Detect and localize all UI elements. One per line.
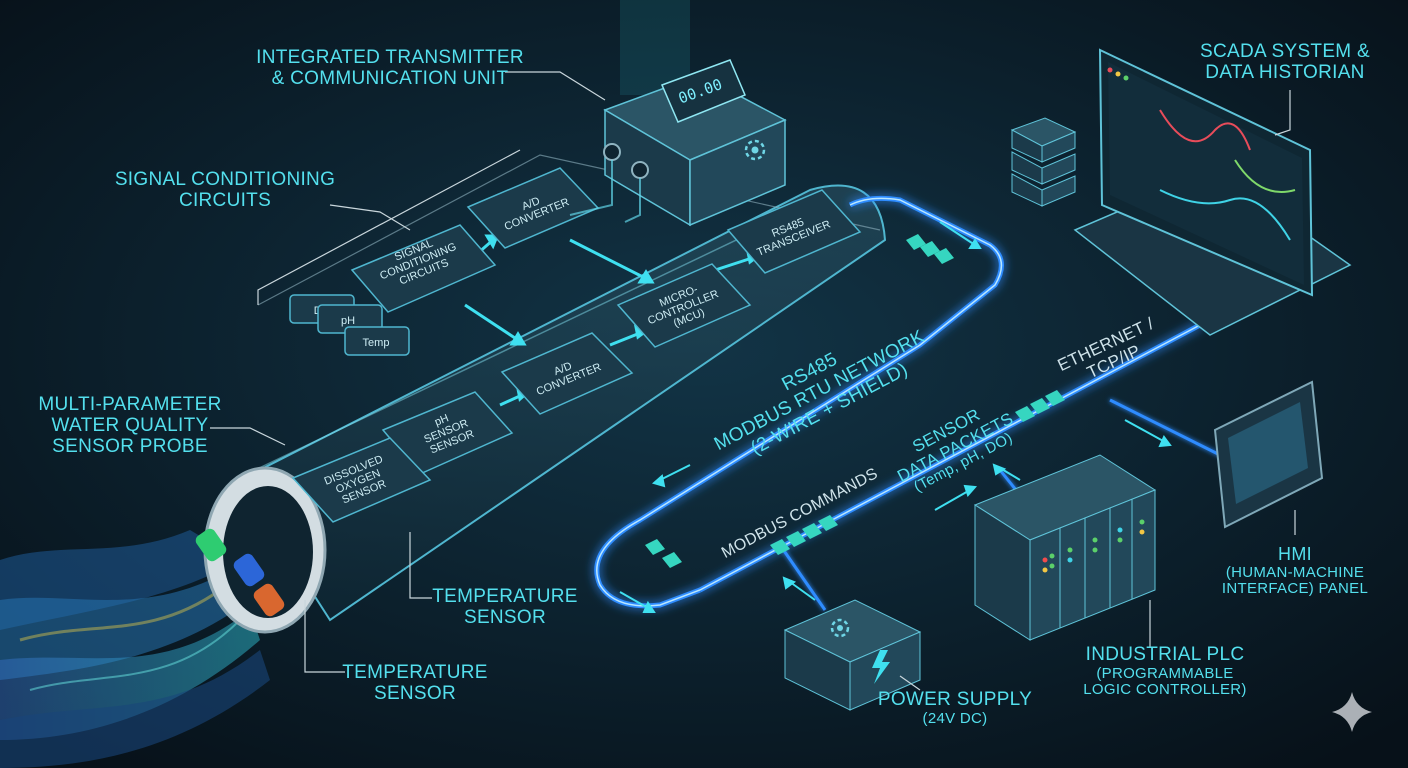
scada-trend-cyan [1159,189,1291,241]
transmitter-unit: 00.00 [603,0,787,227]
probe-electrode-orange [253,583,285,617]
gear-icon [830,618,850,638]
label-signal-conditioning: SIGNAL CONDITIONING CIRCUITS [114,169,336,211]
svg-text:Temp: Temp [363,337,390,349]
board-outline [257,154,881,306]
svg-text:pH: pH [341,315,355,327]
cable-gland-right [631,161,649,179]
module-ph-sensor: pH SENSOR SENSOR [381,391,514,475]
plc-status-leds [1042,519,1145,573]
transmitter-display [660,59,746,123]
module-temp: Temp [344,326,410,356]
probe-electrode-green [195,528,227,562]
scada-trend-red [1159,109,1251,151]
label-temperature-sensor-a: TEMPERATURE SENSOR [432,586,578,628]
plc-rack [973,454,1157,641]
scada-monitor [1073,48,1352,336]
water-flow [0,530,270,768]
server-icon [1010,117,1077,207]
hmi-panel [1213,380,1324,529]
sparkle-icon [1332,692,1372,732]
label-temperature-sensor-b: TEMPERATURE SENSOR [342,662,488,704]
probe-electrode-blue [233,553,265,587]
module-microcontroller: MICRO- CONTROLLER (MCU) [616,263,752,348]
label-plc: INDUSTRIAL PLC (PROGRAMMABLE LOGIC CONTR… [1083,644,1247,699]
flow-arrows [619,221,1172,613]
module-ph: pH [317,304,383,334]
label-hmi: HMI (HUMAN-MACHINE INTERFACE) PANEL [1221,544,1369,598]
data-packet-chevrons [645,234,1065,568]
label-power-supply: POWER SUPPLY (24V DC) [877,689,1033,727]
leader-lines [210,71,1296,691]
lightning-icon [872,650,890,684]
power-supply-unit [783,599,922,711]
label-transmitter: INTEGRATED TRANSMITTER & COMMUNICATION U… [256,47,524,89]
label-sensor-probe: MULTI-PARAMETER WATER QUALITY SENSOR PRO… [38,394,222,457]
rs485-network-core [596,197,1201,607]
cable-gland-left [603,143,621,161]
scada-trend-green [1234,159,1296,193]
module-dissolved-oxygen-sensor: DISSOLVED OXYGEN SENSOR [291,437,432,523]
label-scada: SCADA SYSTEM & DATA HISTORIAN [1200,41,1370,83]
gear-icon [744,139,766,161]
